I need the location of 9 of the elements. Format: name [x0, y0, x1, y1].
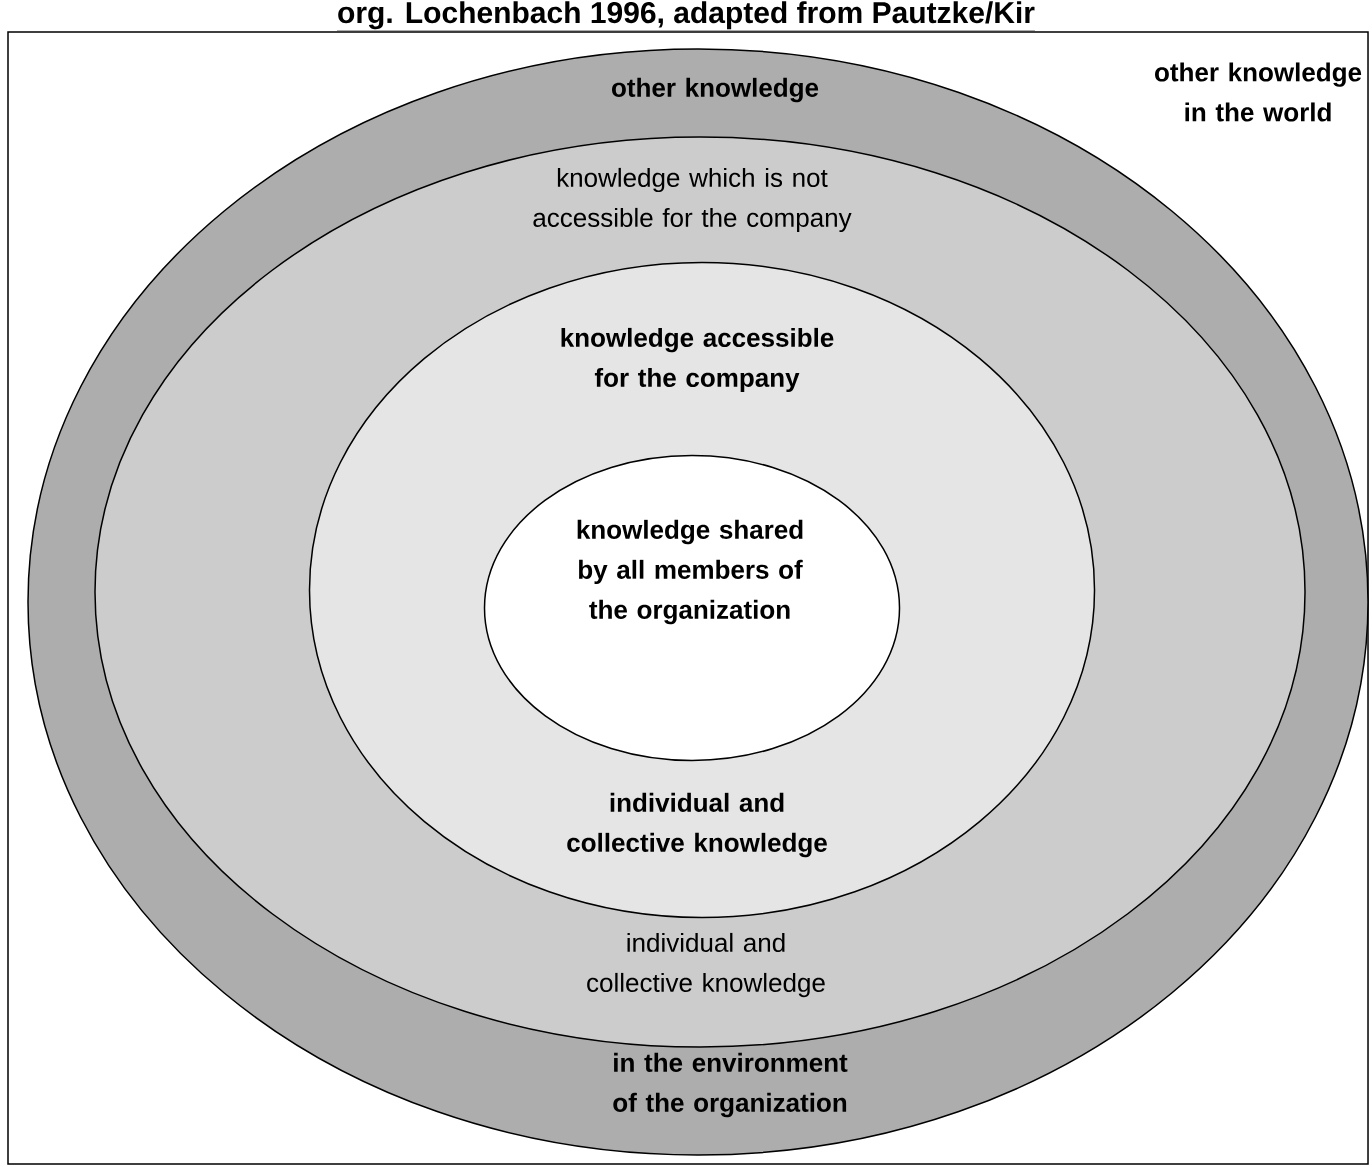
- label: knowledge shared by all members of the organization: [577, 519, 803, 625]
- label: other knowledge: [612, 77, 819, 103]
- label: other knowledge in the world: [1155, 62, 1362, 122]
- label: in the environment of the organization: [613, 1052, 848, 1118]
- label: knowledge accessible for the company: [561, 327, 834, 393]
- label: individual and collective knowledge: [587, 932, 825, 998]
- label: knowledge which is not accessible for the company: [533, 167, 852, 233]
- label: individual and collective knowledge: [567, 792, 827, 858]
- title: org. Lochenbach 1996, adapted from Pautzke/Kir: [336, 1, 1036, 31]
